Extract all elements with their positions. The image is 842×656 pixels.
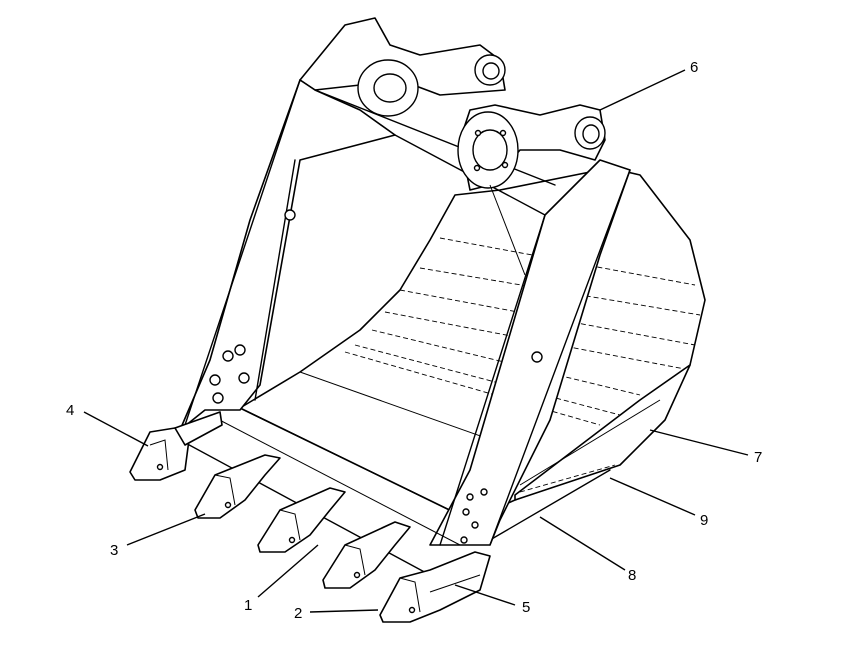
left-rear-bore: [482, 62, 500, 80]
right-ear-mount: [457, 104, 606, 191]
callout-6: 6: [690, 59, 698, 76]
right-rear-bore: [582, 124, 600, 144]
right-corner-tooth-pin: [408, 606, 416, 614]
wear-strip-6: [354, 344, 621, 416]
callout-9: 9: [700, 512, 708, 529]
wear-strip-3: [399, 289, 696, 346]
right-plate-rib: [489, 184, 526, 276]
left-side-plate: [179, 79, 396, 431]
side-cutter-area: [489, 364, 691, 541]
leader-1: [257, 544, 319, 598]
leader-4: [83, 411, 149, 447]
side-wear-plate: [514, 364, 691, 501]
tooth-center-right: [322, 521, 411, 589]
right-bolt-1: [480, 488, 488, 496]
bolt-hole-2: [222, 350, 234, 362]
right-bolt-5: [460, 536, 468, 544]
left-plate-hole: [284, 209, 296, 221]
bucket-floor: [239, 407, 471, 521]
callout-4: 4: [66, 402, 74, 419]
tooth-center-right-ridge: [344, 544, 366, 576]
leader-3: [126, 513, 206, 546]
callout-3: 3: [110, 542, 118, 559]
left-ear-mount: [299, 17, 506, 117]
tooth-3-pin: [224, 501, 232, 509]
bolt-hole-3: [238, 372, 250, 384]
callout-1: 1: [244, 597, 252, 614]
leader-7: [649, 429, 749, 456]
right-pin-bolt-1: [474, 129, 482, 137]
side-wear-inner: [519, 399, 661, 486]
tooth-right-corner: [379, 551, 491, 623]
right-plate-hole: [531, 351, 543, 363]
right-corner-tooth-body: [379, 551, 491, 623]
right-bolt-3: [462, 508, 470, 516]
corner-tooth-ridge: [149, 439, 169, 471]
right-pin-bolt-3: [501, 161, 509, 169]
tooth-center-right-body: [322, 521, 411, 589]
corner-adapter: [174, 411, 223, 446]
right-plate-inner: [439, 214, 546, 546]
left-plate-front: [184, 79, 301, 426]
wear-strip-2: [419, 267, 701, 316]
leader-lines: [83, 69, 749, 613]
right-pin-bore: [472, 129, 508, 171]
tooth-1-body: [257, 487, 346, 553]
cutting-edge-back: [209, 414, 461, 546]
callout-7: 7: [754, 449, 762, 466]
callout-2: 2: [294, 605, 302, 622]
tooth-3-body: [194, 454, 281, 519]
right-bolt-4: [471, 521, 479, 529]
tooth-center-right-pin: [353, 571, 361, 579]
callout-8: 8: [628, 567, 636, 584]
corner-tooth-body: [129, 427, 191, 481]
left-side-wall: [179, 79, 396, 431]
right-pin-bolt-4: [473, 164, 481, 172]
left-pin-bore: [373, 73, 407, 103]
leader-2: [309, 609, 379, 613]
bolt-hole-5: [212, 392, 224, 404]
right-corner-tooth-ridge: [399, 577, 421, 613]
tooth-1: [257, 487, 346, 553]
tooth-left-corner: [129, 411, 223, 481]
wear-strip-7: [344, 351, 601, 426]
leader-6: [599, 69, 686, 111]
right-plate-edge: [489, 169, 631, 546]
corner-tooth-pin: [156, 463, 164, 471]
tooth-3-ridge: [214, 474, 236, 506]
leader-8: [539, 516, 626, 571]
right-pin-bolt-2: [499, 129, 507, 137]
callout-5: 5: [522, 599, 530, 616]
tooth-1-ridge: [279, 509, 301, 541]
right-side-plate: [429, 159, 631, 546]
left-plate-edge: [254, 159, 296, 401]
bolt-hole-4: [209, 374, 221, 386]
leader-9: [609, 477, 696, 516]
side-wear-dash: [519, 464, 616, 493]
callout-labels: 4 3 1 2 5 6 7 8 9: [66, 59, 762, 622]
right-bolt-2: [466, 493, 474, 501]
tooth-1-pin: [288, 536, 296, 544]
cross-tube-top: [314, 89, 556, 186]
bolt-hole-1: [234, 344, 246, 356]
right-corner-adapter-line: [429, 574, 481, 593]
leader-5: [454, 584, 516, 606]
tooth-3: [194, 454, 281, 519]
side-cutter-lower: [489, 469, 611, 541]
